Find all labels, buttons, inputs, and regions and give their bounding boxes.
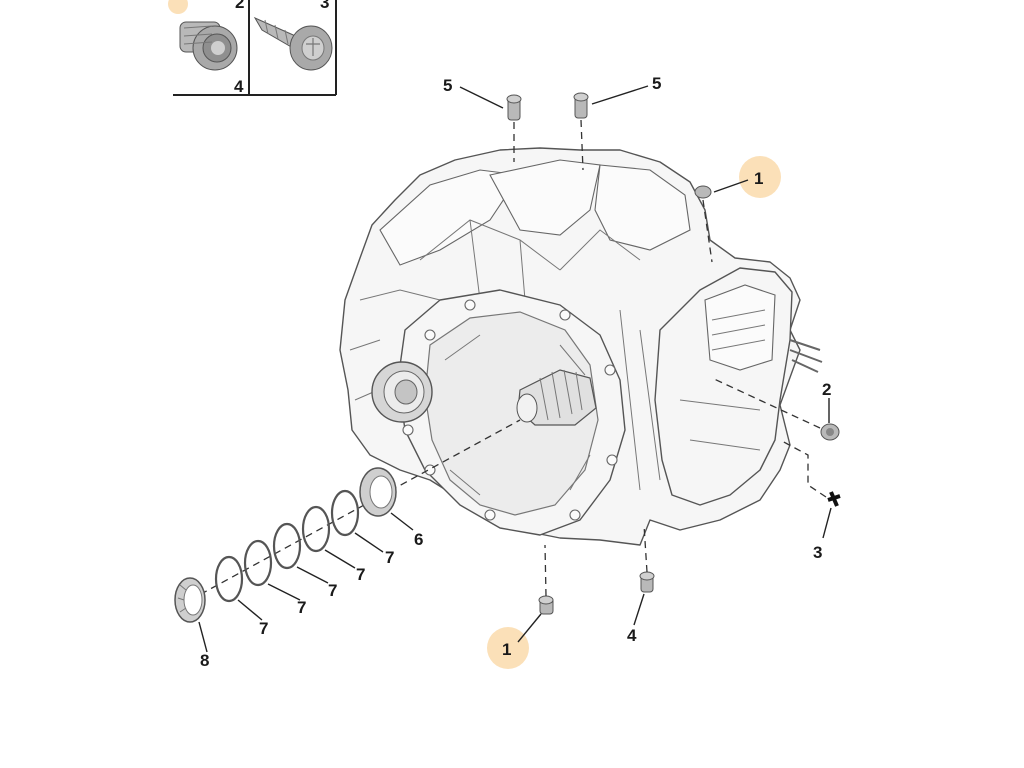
callout-7a: 7 bbox=[385, 548, 394, 567]
callout-7b: 7 bbox=[356, 565, 365, 584]
callout-4: 4 bbox=[627, 626, 637, 645]
inset-label-4: 4 bbox=[234, 77, 244, 96]
shim-7d bbox=[301, 505, 331, 553]
flange-bolt-illustration bbox=[179, 21, 238, 71]
bell-housing-cavity bbox=[424, 311, 599, 516]
callout-2: 2 bbox=[822, 380, 831, 399]
tapping-screw-illustration bbox=[253, 16, 333, 71]
callout-6: 6 bbox=[414, 530, 423, 549]
side-pipes bbox=[789, 339, 823, 373]
bolt-4-bottom bbox=[639, 524, 655, 593]
inset-label-2: 2 bbox=[235, 0, 244, 12]
gearbox-housing bbox=[339, 147, 823, 546]
bolt-1-bottom bbox=[538, 544, 554, 615]
output-seal-left bbox=[371, 361, 433, 423]
bolt-1-top bbox=[694, 185, 713, 263]
screw-3 bbox=[779, 439, 841, 507]
highlight-callout-1-top bbox=[739, 156, 781, 198]
leader-lines bbox=[198, 85, 832, 653]
callout-1-bottom: 1 bbox=[502, 640, 511, 659]
highlight-marker-partial bbox=[168, 0, 188, 14]
callout-1-top: 1 bbox=[754, 169, 763, 188]
bolt-2 bbox=[711, 377, 840, 441]
shim-7c bbox=[272, 522, 302, 570]
callout-7e: 7 bbox=[259, 619, 268, 638]
stud-5-right bbox=[573, 92, 589, 171]
ring-6 bbox=[359, 467, 397, 517]
callout-7c: 7 bbox=[328, 581, 337, 600]
shim-7a bbox=[214, 555, 244, 603]
rear-cover-inner bbox=[704, 284, 776, 371]
callout-7d: 7 bbox=[297, 598, 306, 617]
shim-7b bbox=[243, 539, 273, 587]
upper-rib-center bbox=[489, 159, 601, 236]
inset-label-3: 3 bbox=[320, 0, 329, 12]
callout-5-left: 5 bbox=[443, 76, 452, 95]
fastener-inset: 2 3 4 bbox=[168, 0, 337, 96]
ring-8 bbox=[174, 577, 206, 623]
highlight-callout-1-bottom bbox=[487, 627, 529, 669]
stud-5-left bbox=[506, 94, 522, 162]
shim-7e bbox=[330, 489, 360, 537]
callout-3: 3 bbox=[813, 543, 822, 562]
callout-8: 8 bbox=[200, 651, 209, 670]
callout-5-right: 5 bbox=[652, 74, 661, 93]
input-shaft-boot bbox=[516, 369, 597, 426]
upper-rib-right bbox=[594, 164, 691, 251]
